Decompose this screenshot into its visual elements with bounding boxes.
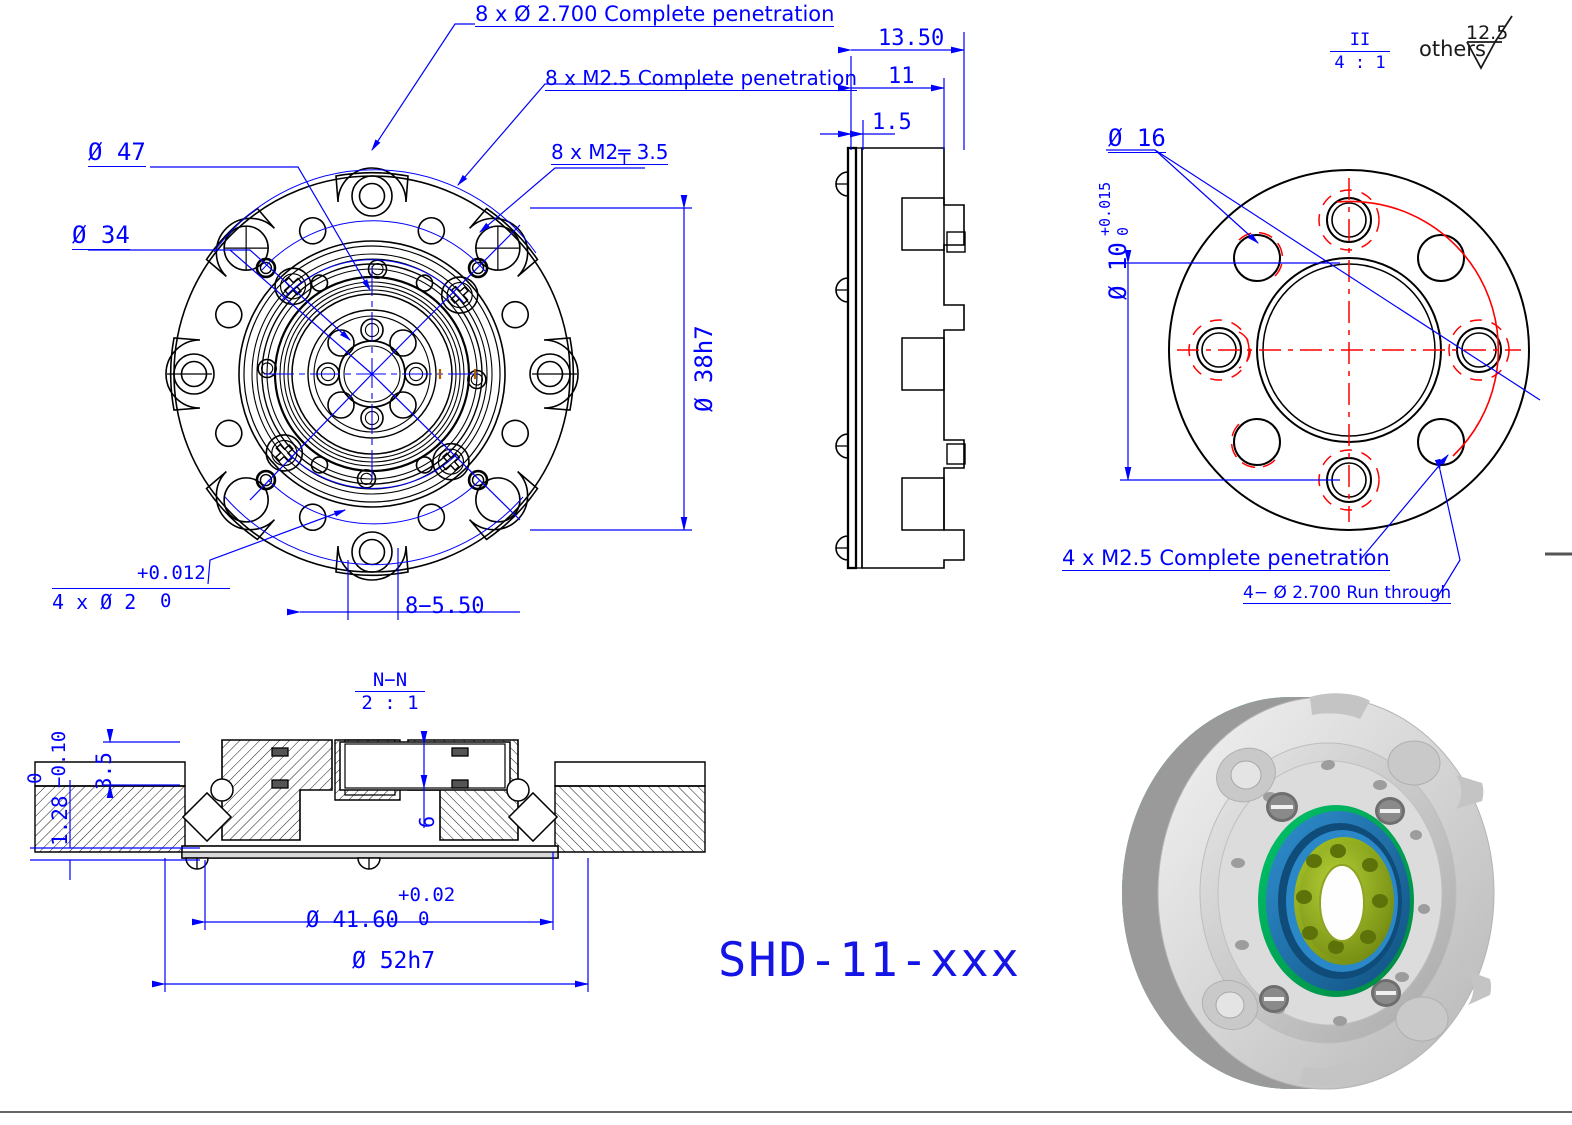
callout-8x-dia-2700: 8 x Ø 2.700 Complete penetration (475, 2, 835, 27)
front-view-diameter-dim (530, 194, 692, 532)
tol-label-4x-dia2: 4 x Ø 2 (52, 590, 137, 614)
dim-section-dia-52h7: Ø 52h7 (352, 948, 436, 974)
section-label: N−N (372, 669, 408, 691)
dim-side-11: 11 (888, 64, 915, 89)
front-view-leaders (88, 23, 730, 585)
callout-dia-16: Ø 16 (1108, 124, 1166, 153)
front-view-geometry (165, 167, 579, 581)
side-view-dims (820, 32, 966, 150)
callout-dia-34: Ø 34 (72, 221, 130, 250)
dia4160-lower: 0 (418, 908, 430, 930)
callout-4-dia-2700-run-through: 4− Ø 2.700 Run through (1243, 583, 1452, 604)
height-lower: −0.10 (48, 730, 70, 788)
section-view-dims (30, 728, 590, 992)
bolt-circle-label: Ø 10 (1104, 242, 1132, 300)
section-label-block: N−N 2 : 1 (355, 669, 425, 714)
rear-view-leaders (1106, 149, 1541, 597)
dim-section-6: 6 (415, 815, 439, 828)
dim-dia-38h7: Ø 38h7 (690, 325, 718, 412)
bolt-circle-lower: 0 (1114, 226, 1132, 236)
callout-dia-47: Ø 47 (88, 138, 146, 167)
bolt-circle-upper: +0.015 (1096, 181, 1114, 236)
callout-4x-m25: 4 x M2.5 Complete penetration (1062, 546, 1390, 571)
callout-8x-m2-depth: 8 x M2╤ 3.5 (551, 140, 669, 165)
dim-8-5-50: 8−5.50 (405, 594, 485, 619)
scale-divider (1330, 51, 1390, 52)
height-upper: 0 (24, 772, 46, 784)
dia4160-label: Ø 41.60 (306, 908, 399, 933)
rear-view-geometry (1168, 169, 1530, 531)
section-view-geometry (34, 739, 706, 870)
tol-divider-line (52, 588, 230, 589)
surface-finish-value: 12.5 (1466, 22, 1509, 44)
surface-finish-prefix: others (1419, 37, 1486, 61)
front-view-slot-dim (286, 548, 520, 620)
dia4160-upper: +0.02 (398, 884, 456, 906)
dim-side-13-50: 13.50 (878, 26, 945, 51)
height-label: 1.28 (48, 795, 72, 846)
rear-view-scale-note: II 4 : 1 (1330, 32, 1390, 73)
rear-view-id: II (1349, 30, 1371, 50)
part-number: SHD-11-xxx (718, 933, 1021, 988)
tol-lower-4x-dia2: 0 (160, 590, 172, 612)
callout-8x-m25: 8 x M2.5 Complete penetration (545, 66, 858, 91)
dim-side-1-5: 1.5 (872, 110, 912, 135)
tol-upper-4x-dia2: +0.012 (137, 562, 206, 584)
side-view-geometry (835, 146, 966, 570)
dim-section-3-5: 3.5 (92, 752, 116, 790)
surface-finish-symbol (1466, 15, 1513, 70)
iso-render (1122, 693, 1495, 1090)
section-divider (355, 691, 425, 692)
section-scale: 2 : 1 (361, 692, 419, 714)
rear-view-scale: 4 : 1 (1334, 53, 1386, 73)
